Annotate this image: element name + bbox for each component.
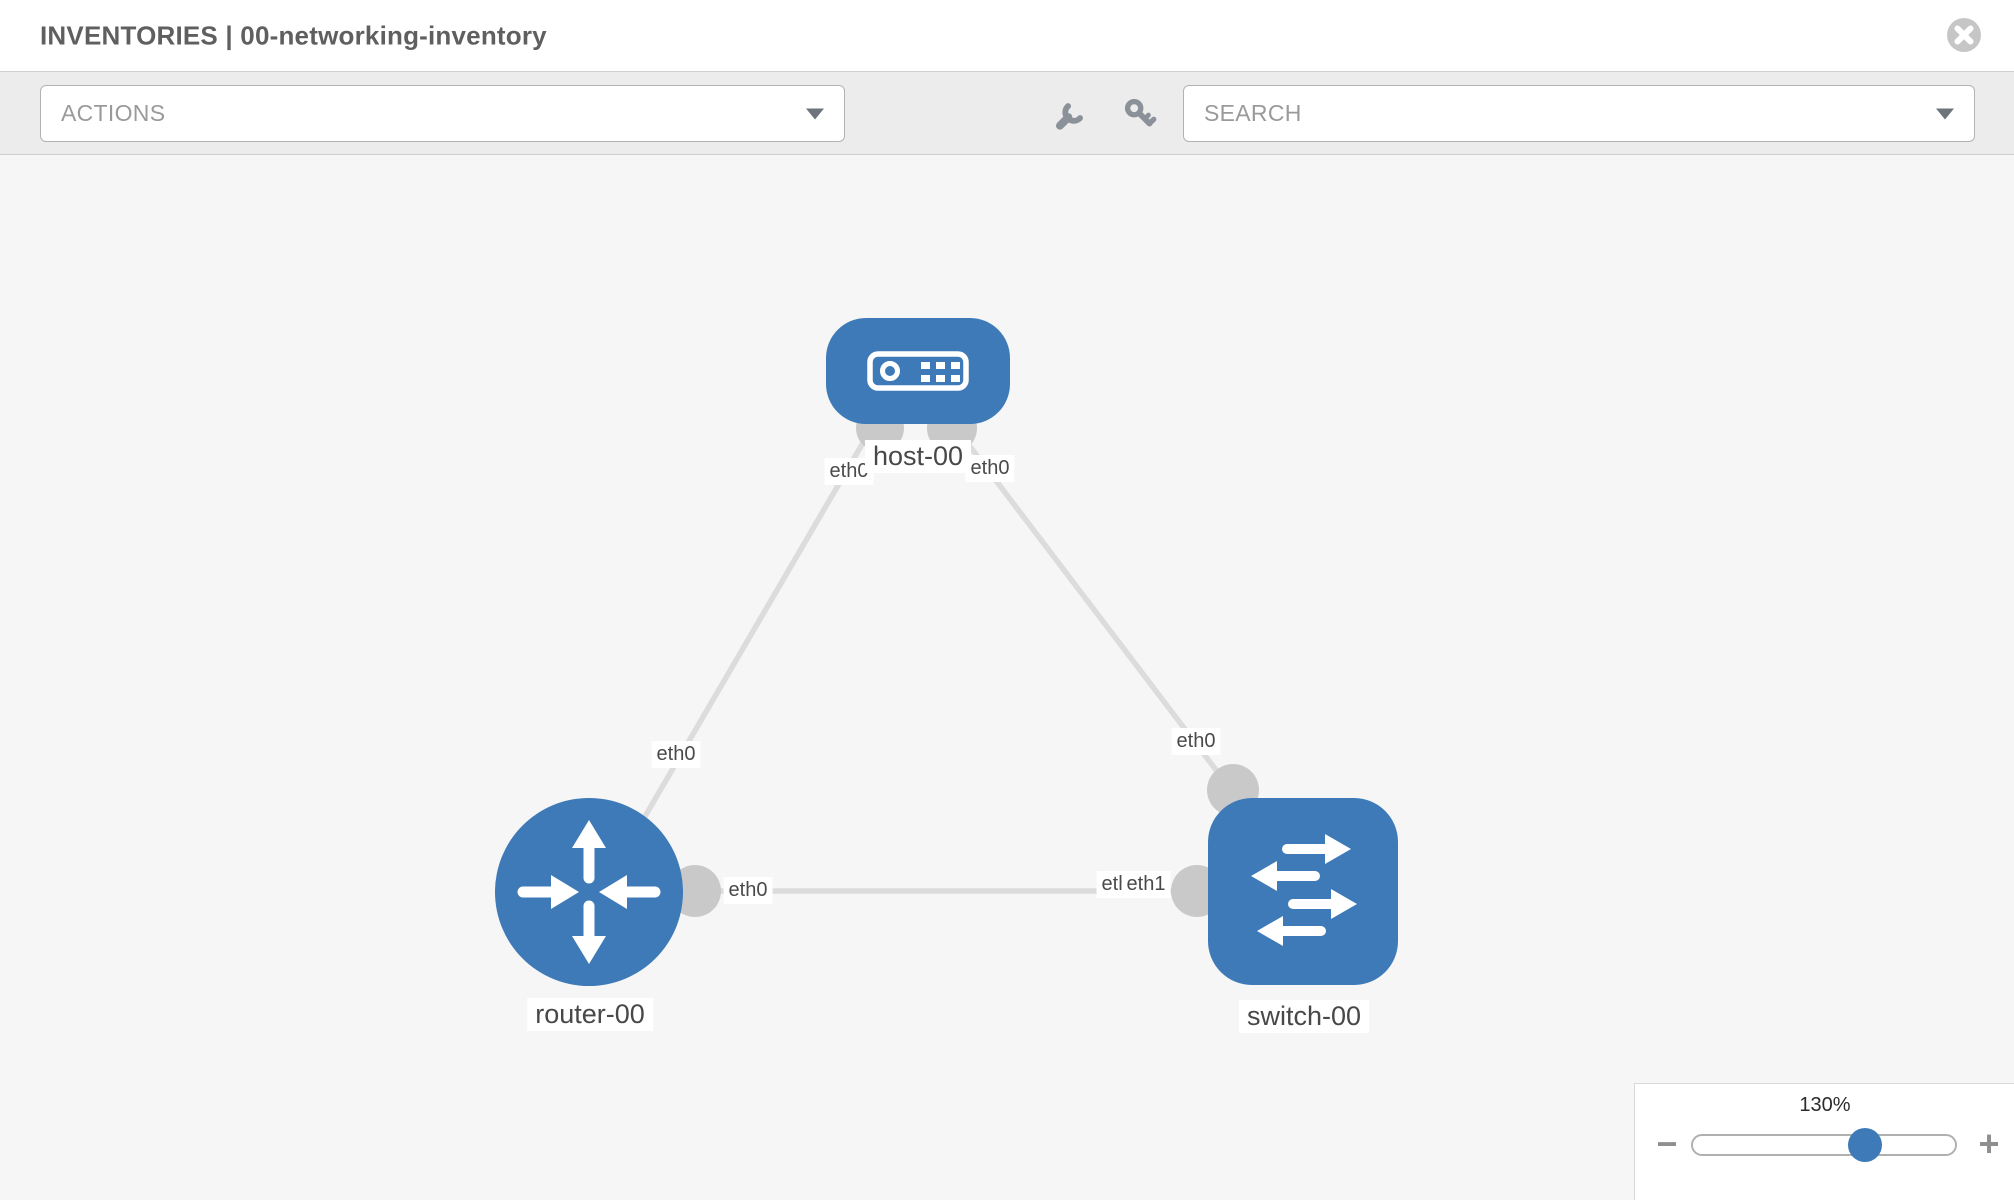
link-host-router[interactable] — [595, 403, 888, 899]
search-dropdown-label: SEARCH — [1204, 100, 1302, 126]
node-router[interactable] — [495, 798, 683, 986]
key-button[interactable] — [1122, 96, 1158, 132]
key-icon — [1124, 98, 1157, 127]
server-icon — [867, 351, 969, 391]
zoom-slider-thumb[interactable] — [1848, 1128, 1882, 1162]
actions-dropdown-label: ACTIONS — [61, 100, 166, 126]
wrench-icon — [1055, 103, 1083, 130]
zoom-level: 130% — [1799, 1094, 1851, 1116]
node-label-switch: switch-00 — [1238, 1000, 1370, 1033]
close-icon — [1947, 18, 1981, 52]
search-dropdown[interactable]: SEARCH — [1183, 85, 1975, 142]
interface-label: eth0 — [1171, 728, 1221, 755]
router-arrows-icon — [517, 820, 661, 964]
zoom-panel: 130% − + — [1634, 1083, 2014, 1200]
toolbar: ACTIONS SEARCH — [0, 71, 2014, 155]
actions-dropdown[interactable]: ACTIONS — [40, 85, 845, 142]
switch-arrows-icon — [1251, 834, 1357, 946]
interface-label: eth0 — [965, 455, 1015, 482]
close-button[interactable] — [1946, 17, 1982, 53]
topology-canvas[interactable]: eth0 eth0 eth0 eth0 eth0 eth0 eth1 host-… — [0, 155, 2014, 1200]
page-title: INVENTORIES | 00-networking-inventory — [40, 20, 547, 50]
chevron-down-icon — [806, 108, 824, 119]
node-switch[interactable] — [1208, 798, 1398, 985]
node-label-host: host-00 — [864, 440, 972, 473]
node-host[interactable] — [826, 318, 1010, 424]
page-header: INVENTORIES | 00-networking-inventory — [0, 0, 2014, 71]
zoom-in-button[interactable]: + — [1969, 1122, 2009, 1166]
zoom-out-button[interactable]: − — [1647, 1122, 1687, 1166]
wrench-button[interactable] — [1052, 96, 1088, 132]
zoom-slider-track[interactable] — [1691, 1128, 1957, 1162]
interface-label: eth1 — [1121, 871, 1171, 898]
chevron-down-icon — [1936, 108, 1954, 119]
node-label-router: router-00 — [527, 998, 653, 1031]
interface-label: eth0 — [723, 877, 773, 904]
interface-label: eth0 — [651, 741, 701, 768]
